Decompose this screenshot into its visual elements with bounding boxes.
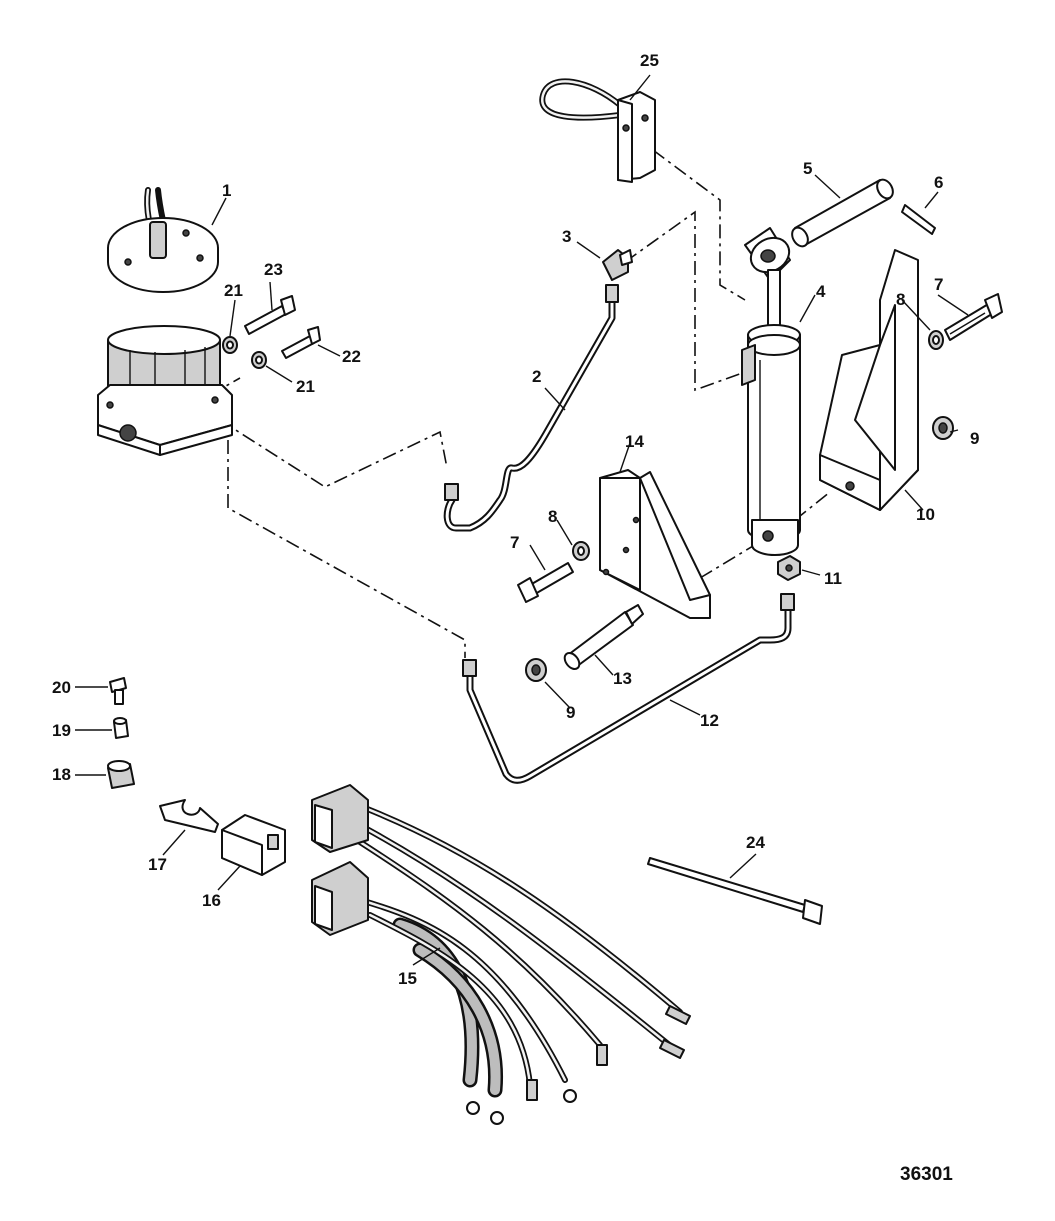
callout-7-right: 7 (934, 275, 943, 294)
callout-14: 14 (625, 432, 644, 451)
part-19-sleeve (113, 717, 129, 739)
leader-lines (75, 74, 969, 966)
callout-25: 25 (640, 51, 659, 70)
part-6-cotter-pin (901, 204, 936, 235)
callout-22: 22 (342, 347, 361, 366)
part-5-pin (791, 178, 894, 248)
part-8-washer-left (572, 541, 590, 561)
part-10-bracket-right (819, 249, 919, 511)
part-17-clip (159, 799, 219, 833)
part-3-fitting (602, 249, 633, 281)
callout-7-left: 7 (510, 533, 519, 552)
callout-17: 17 (148, 855, 167, 874)
callout-6: 6 (934, 173, 943, 192)
part-1-pump-motor (97, 187, 233, 456)
callout-labels: 1 2 3 4 5 6 7 8 9 10 11 12 13 14 15 16 1… (52, 51, 979, 988)
part-24-cable-tie (647, 857, 823, 925)
part-20-screw (109, 677, 127, 705)
callout-16: 16 (202, 891, 221, 910)
part-18-plug (107, 760, 135, 789)
callout-8-right: 8 (896, 290, 905, 309)
callout-13: 13 (613, 669, 632, 688)
alignment-lines (209, 149, 831, 658)
callout-18: 18 (52, 765, 71, 784)
callout-21-lower: 21 (296, 377, 315, 396)
callout-2: 2 (532, 367, 541, 386)
part-16-connector (221, 814, 286, 876)
part-4-trim-cylinder (741, 227, 801, 556)
part-12-hydraulic-line (462, 593, 795, 784)
part-14-bracket-left (599, 469, 711, 619)
callout-4: 4 (816, 282, 826, 301)
part-7-bolt-right (944, 293, 1003, 341)
part-22-bolt (281, 326, 321, 359)
callout-3: 3 (562, 227, 571, 246)
callout-15: 15 (398, 969, 417, 988)
callout-12: 12 (700, 711, 719, 730)
callout-19: 19 (52, 721, 71, 740)
callout-5: 5 (803, 159, 812, 178)
callout-1: 1 (222, 181, 231, 200)
part-13-pin (563, 604, 644, 670)
part-21-washer-lower (251, 351, 267, 369)
callout-9-right: 9 (970, 429, 979, 448)
part-25-bracket-handle (539, 78, 656, 183)
part-8-washer-right (928, 330, 944, 350)
part-7-bolt-left (517, 562, 574, 603)
callout-20: 20 (52, 678, 71, 697)
part-21-washer-upper (222, 336, 238, 354)
part-2-hydraulic-line (443, 284, 619, 532)
callout-11: 11 (824, 569, 842, 588)
part-9-nut-left (525, 658, 547, 682)
callout-24: 24 (746, 833, 765, 852)
part-11-nut (777, 555, 801, 581)
part-9-nut-right (932, 416, 954, 440)
part-15-wire-harness (311, 784, 691, 1125)
callout-23: 23 (264, 260, 283, 279)
callout-9-left: 9 (566, 703, 575, 722)
callout-10: 10 (916, 505, 935, 524)
figure-id: 36301 (900, 1164, 953, 1185)
callout-8-left: 8 (548, 507, 557, 526)
part-23-bolt (244, 295, 296, 335)
callout-21-upper: 21 (224, 281, 243, 300)
